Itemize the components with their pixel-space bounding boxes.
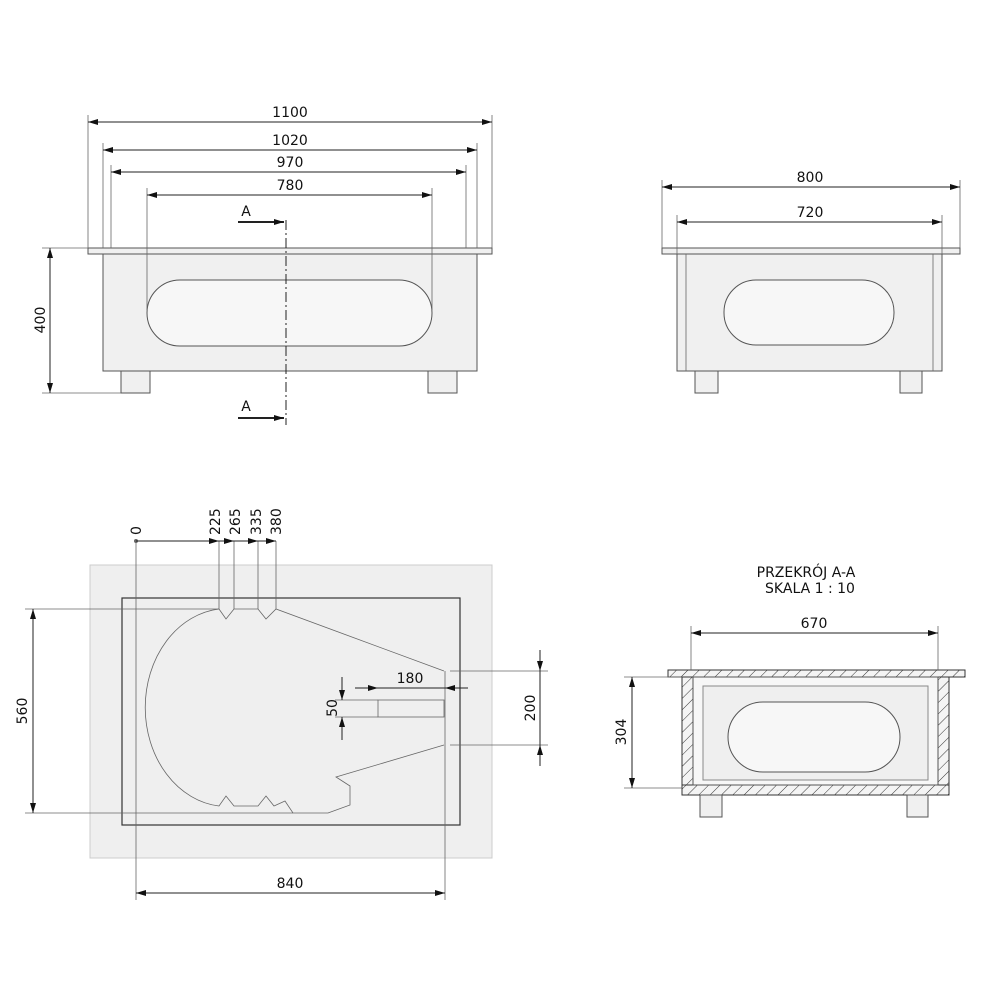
section-mark-bottom: A xyxy=(241,399,251,415)
dim-380: 380 xyxy=(269,508,285,535)
plan-view: 0 225 265 335 380 840 560 200 180 50 xyxy=(15,508,548,900)
dim-180: 180 xyxy=(397,671,424,687)
dim-780: 780 xyxy=(277,178,304,194)
dim-840: 840 xyxy=(277,876,304,892)
dim-200: 200 xyxy=(523,695,539,722)
side-view: 800 720 xyxy=(661,170,961,394)
dim-720: 720 xyxy=(797,205,824,221)
dim-335: 335 xyxy=(249,508,265,535)
dim-560: 560 xyxy=(15,698,31,725)
dim-1100: 1100 xyxy=(272,105,308,121)
dim-265: 265 xyxy=(228,508,244,535)
dim-970: 970 xyxy=(277,155,304,171)
dim-0: 0 xyxy=(129,526,145,535)
dim-304: 304 xyxy=(614,719,630,746)
section-mark-top: A xyxy=(241,204,251,220)
section-title: PRZEKRÓJ A-A xyxy=(757,563,856,581)
section-scale: SKALA 1 : 10 xyxy=(765,581,855,597)
dim-50: 50 xyxy=(325,699,341,717)
dim-225: 225 xyxy=(208,508,224,535)
section-view: PRZEKRÓJ A-A SKALA 1 : 10 670 304 xyxy=(614,563,966,818)
dim-670: 670 xyxy=(801,616,828,632)
dim-400: 400 xyxy=(33,307,49,334)
dim-800: 800 xyxy=(797,170,824,186)
dim-1020: 1020 xyxy=(272,133,308,149)
front-view: 1100 1020 970 780 400 A A xyxy=(33,105,493,425)
